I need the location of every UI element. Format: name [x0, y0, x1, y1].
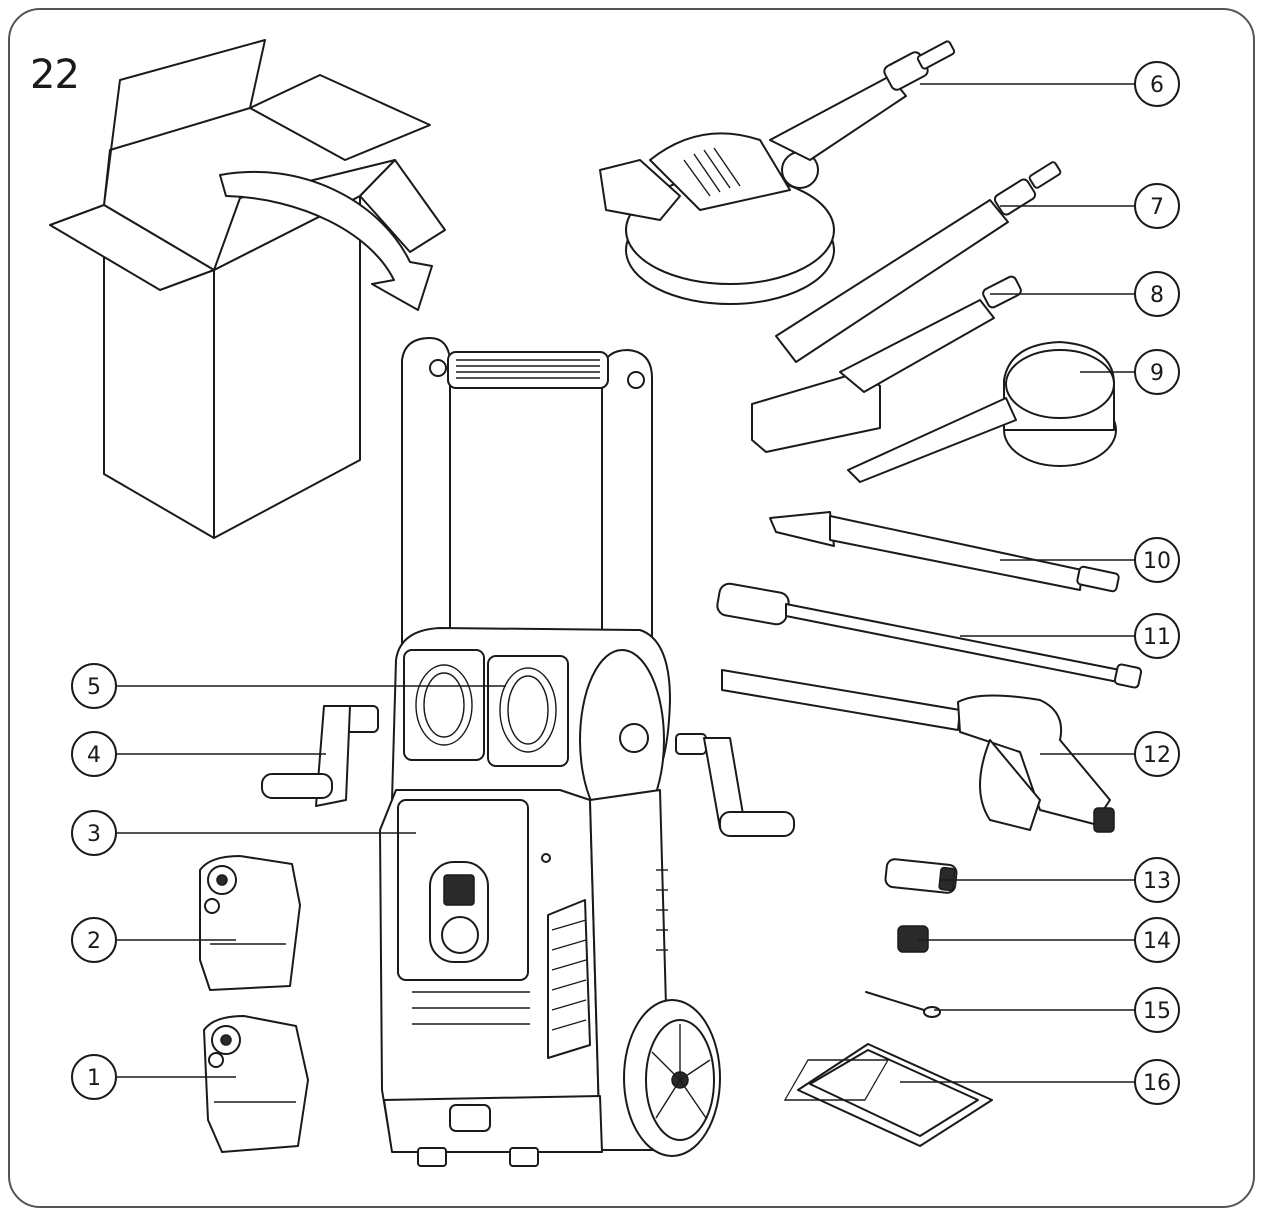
open-box-illustration [49, 39, 446, 539]
callout-8: 8 [1134, 271, 1180, 317]
part-9-rotating-brush [847, 341, 1117, 483]
callout-3: 3 [71, 810, 117, 856]
callout-9: 9 [1134, 349, 1180, 395]
part-6-patio-cleaner [599, 40, 956, 305]
part-14-adapter [897, 925, 929, 953]
callout-9-label: 9 [1150, 361, 1164, 386]
part-1-detergent-tank [203, 1015, 309, 1153]
callout-14: 14 [1134, 917, 1180, 963]
part-10-nozzle-lance [769, 511, 1120, 593]
part-2-detergent-tank [199, 855, 301, 991]
callout-8-label: 8 [1150, 283, 1164, 308]
callout-13: 13 [1134, 857, 1180, 903]
callout-1: 1 [71, 1054, 117, 1100]
part-11-spray-lance [716, 582, 1143, 689]
callout-7: 7 [1134, 183, 1180, 229]
figure-frame [8, 8, 1255, 1208]
callout-12-label: 12 [1143, 743, 1171, 768]
callout-15-label: 15 [1143, 999, 1171, 1024]
callout-2-label: 2 [87, 929, 101, 954]
callout-14-label: 14 [1143, 929, 1171, 954]
callout-16-label: 16 [1143, 1071, 1171, 1096]
callout-12: 12 [1134, 731, 1180, 777]
part-8-flat-brush [751, 275, 1022, 453]
pressure-washer-unit [379, 337, 721, 1167]
part-13-connector [884, 858, 958, 894]
callout-4-label: 4 [87, 743, 101, 768]
part-12-trigger-gun [721, 669, 1115, 833]
leader-lines [116, 83, 1134, 1083]
callout-5: 5 [71, 663, 117, 709]
callout-6-label: 6 [1150, 73, 1164, 98]
callout-1-label: 1 [87, 1066, 101, 1091]
callout-6: 6 [1134, 61, 1180, 107]
figure-number: 22 [30, 52, 80, 98]
callout-3-label: 3 [87, 822, 101, 847]
part-16-manual [783, 1043, 993, 1147]
callout-4: 4 [71, 731, 117, 777]
callout-2: 2 [71, 917, 117, 963]
part-4-hose-reel-crank [261, 705, 379, 807]
callout-11: 11 [1134, 613, 1180, 659]
callout-15: 15 [1134, 987, 1180, 1033]
callout-7-label: 7 [1150, 195, 1164, 220]
callout-16: 16 [1134, 1059, 1180, 1105]
callout-10: 10 [1134, 537, 1180, 583]
part-15-needle [865, 991, 941, 1018]
callout-5-label: 5 [87, 675, 101, 700]
crank-handle-mounted [675, 733, 795, 837]
callout-13-label: 13 [1143, 869, 1171, 894]
callout-10-label: 10 [1143, 549, 1171, 574]
callout-11-label: 11 [1143, 625, 1171, 650]
